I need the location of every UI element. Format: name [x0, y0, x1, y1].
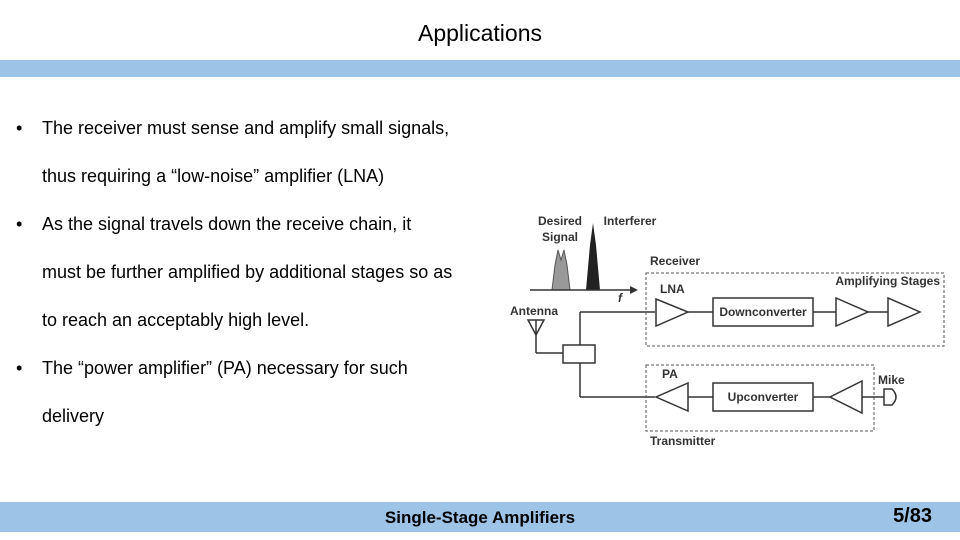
interferer-peak	[586, 223, 600, 290]
upconverter-label: Upconverter	[728, 390, 799, 404]
footer-title: Single-Stage Amplifiers	[384, 508, 576, 527]
frequency-axis-arrow	[630, 286, 638, 294]
amplifying-stages-label: Amplifying Stages	[835, 274, 940, 288]
receiver-box	[645, 272, 945, 347]
desired-signal-label-1: Desired	[538, 214, 582, 228]
bullet-2-marker: •	[16, 214, 23, 234]
downconverter-label: Downconverter	[719, 305, 807, 319]
page-number: 5/83	[893, 505, 932, 527]
desired-signal-peak	[551, 249, 571, 291]
receiver-section: Receiver LNA Downconverter Amplifying St…	[645, 254, 945, 347]
slide-title: Applications	[417, 20, 543, 46]
desired-signal-label-2: Signal	[542, 230, 578, 244]
bullet-1-line-2: thus requiring a “low-noise” amplifier (…	[42, 166, 385, 186]
antenna-label: Antenna	[510, 304, 558, 318]
transmitter-section: PA Upconverter Transmitter Mike	[645, 364, 905, 448]
bullet-3-line-1: The “power amplifier” (PA) necessary for…	[42, 358, 408, 378]
bullet-1-marker: •	[16, 118, 23, 138]
bullet-1-line-1: The receiver must sense and amplify smal…	[42, 118, 450, 138]
mike-preamp	[828, 379, 863, 415]
mike-label: Mike	[878, 373, 905, 387]
spectrum-sketch: Desired Signal Interferer f	[530, 214, 657, 305]
duplexer-block	[562, 344, 596, 364]
transmitter-label: Transmitter	[650, 434, 716, 448]
transmitter-box	[645, 364, 875, 432]
amplifying-stage-2	[887, 296, 922, 328]
bullet-2-line-3: to reach an acceptably high level.	[42, 310, 310, 330]
frequency-axis-label: f	[618, 291, 623, 305]
microphone-icon	[883, 388, 897, 406]
receiver-label: Receiver	[650, 254, 700, 268]
lna-label: LNA	[660, 282, 685, 296]
lna-amplifier	[655, 297, 690, 328]
transceiver-diagram: Desired Signal Interferer f Antenna Rece…	[510, 214, 945, 448]
downconverter-block	[712, 297, 814, 327]
bullet-3-line-2: delivery	[42, 406, 105, 426]
antenna: Antenna	[510, 304, 563, 354]
interferer-label: Interferer	[604, 214, 657, 228]
bullet-3-marker: •	[16, 358, 23, 378]
footer-band	[0, 502, 960, 532]
top-band	[0, 60, 960, 77]
bullet-2-line-1: As the signal travels down the receive c…	[42, 214, 412, 234]
bullet-2-line-2: must be further amplified by additional …	[42, 262, 453, 282]
pa-amplifier	[654, 381, 689, 413]
amplifying-stage-1	[835, 296, 870, 328]
pa-label: PA	[662, 367, 678, 381]
